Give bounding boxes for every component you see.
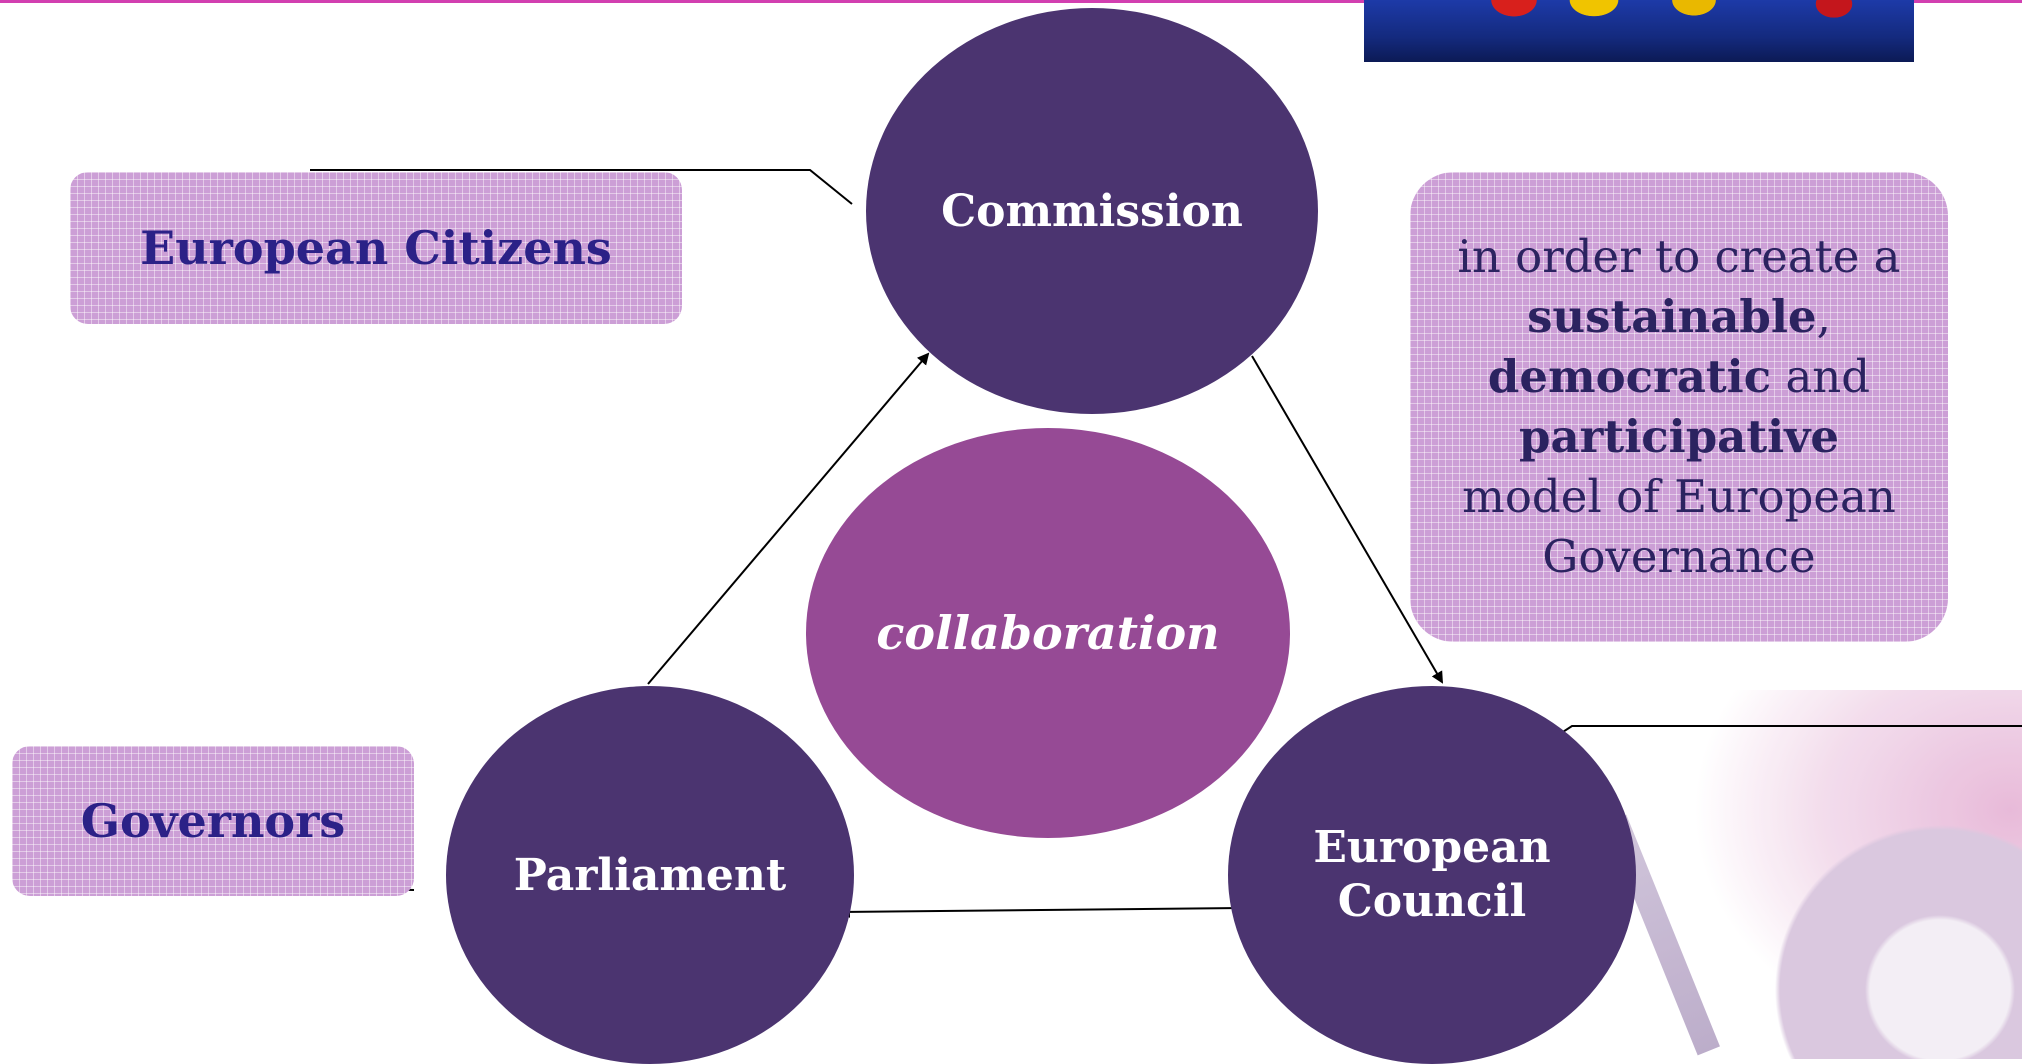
council-label-line1: European [1313,822,1551,873]
council-label-line2: Council [1337,876,1527,927]
model-word-democratic: democratic [1487,350,1772,403]
council-callout-line [1525,725,2022,757]
european-citizens-box: European Citizens [70,172,682,324]
model-word-sustainable: sustainable [1527,290,1817,343]
commission-label: Commission [941,185,1243,237]
arrow-commission-to-council [1251,355,1444,684]
european-council-label: European Council [1313,821,1550,929]
model-word-participative: participative [1518,410,1839,463]
collaboration-node: collaboration [806,428,1290,838]
commission-node: Commission [866,8,1318,414]
governance-model-text: in order to create a sustainable, democr… [1457,227,1900,587]
arrow-council-to-parliament [838,905,1243,918]
citizens-callout-line [310,169,853,205]
governance-model-box: in order to create a sustainable, democr… [1410,172,1948,642]
collaboration-label: collaboration [876,606,1220,660]
parliament-label: Parliament [513,849,787,901]
model-comma: , [1816,290,1831,343]
top-accent-rule [0,0,2022,3]
parliament-node: Parliament [446,686,854,1064]
model-line-model: model of European [1462,470,1896,523]
arrow-parliament-to-commission [647,352,930,685]
model-line-intro: in order to create a [1457,230,1901,283]
governors-label: Governors [80,794,346,848]
european-citizens-label: European Citizens [140,221,612,275]
eu-flags-photo [1364,0,1914,62]
governors-box: Governors [12,746,414,896]
model-line-governance: Governance [1542,530,1816,583]
european-council-node: European Council [1228,686,1636,1064]
model-word-and: and [1771,350,1871,403]
